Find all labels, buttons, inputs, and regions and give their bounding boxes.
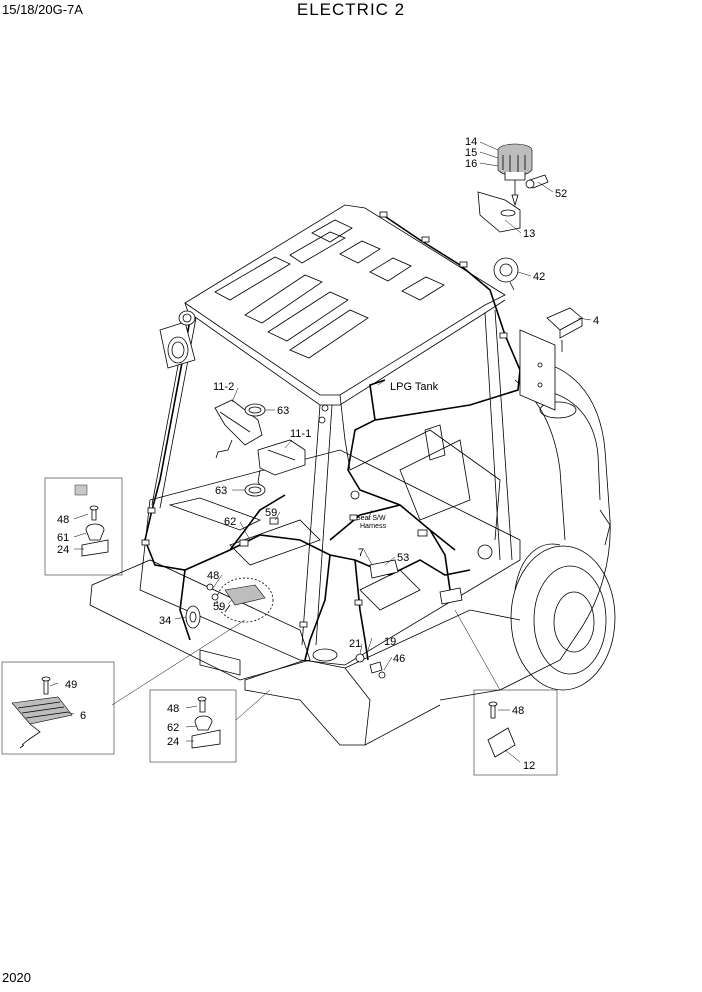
label-52: 52 bbox=[555, 188, 567, 200]
label-7: 7 bbox=[358, 547, 364, 559]
label-harness: Harness bbox=[360, 523, 387, 530]
horn bbox=[493, 257, 519, 291]
beacon-lamp bbox=[477, 143, 549, 233]
label-16: 16 bbox=[465, 158, 477, 170]
label-48-main: 48 bbox=[207, 570, 219, 582]
label-15: 15 bbox=[465, 147, 477, 159]
label-62-box3: 62 bbox=[167, 722, 179, 734]
label-48-box4: 48 bbox=[512, 705, 524, 717]
label-14: 14 bbox=[465, 136, 477, 148]
counterweight bbox=[439, 359, 611, 701]
label-49: 49 bbox=[65, 679, 77, 691]
label-11-2: 11-2 bbox=[213, 381, 234, 393]
label-46: 46 bbox=[393, 653, 405, 665]
label-62-main: 62 bbox=[224, 516, 236, 528]
label-12: 12 bbox=[523, 760, 535, 772]
horn-34 bbox=[185, 605, 201, 629]
leader-lines bbox=[174, 141, 592, 671]
label-63-lower: 63 bbox=[215, 485, 227, 497]
detail-box-bracket bbox=[473, 689, 558, 776]
harness-connectors bbox=[141, 211, 508, 628]
rear-work-lamp bbox=[519, 307, 583, 411]
label-seat-switch: Seat S/W bbox=[356, 515, 386, 522]
detail-box-pedal bbox=[1, 661, 115, 755]
label-63-upper: 63 bbox=[277, 405, 289, 417]
detail-box-clamp bbox=[149, 689, 237, 763]
accelerator-assembly bbox=[206, 577, 274, 623]
rear-wheel bbox=[510, 543, 616, 691]
label-61: 61 bbox=[57, 532, 69, 544]
label-34: 34 bbox=[159, 615, 171, 627]
detail-box-clip bbox=[44, 477, 123, 576]
label-21: 21 bbox=[349, 638, 361, 650]
label-lpg-tank: LPG Tank bbox=[390, 381, 439, 393]
label-48-box1: 48 bbox=[57, 514, 69, 526]
page-number: 2020 bbox=[2, 970, 31, 985]
sensor-parts bbox=[355, 653, 386, 679]
label-11-1: 11-1 bbox=[290, 428, 311, 440]
label-13: 13 bbox=[523, 228, 535, 240]
label-59-lower: 59 bbox=[213, 601, 225, 613]
label-24-box3: 24 bbox=[167, 736, 179, 748]
wiring-harness bbox=[144, 214, 521, 661]
page-title: ELECTRIC 2 bbox=[296, 0, 406, 19]
label-53: 53 bbox=[397, 552, 409, 564]
label-59-upper: 59 bbox=[265, 507, 277, 519]
label-19: 19 bbox=[384, 636, 396, 648]
label-42: 42 bbox=[533, 271, 545, 283]
model-code: 15/18/20G-7A bbox=[2, 2, 83, 17]
label-6: 6 bbox=[80, 710, 86, 722]
label-24-box1: 24 bbox=[57, 544, 69, 556]
overhead-guard bbox=[184, 204, 506, 406]
callout-lines bbox=[111, 609, 501, 721]
label-4: 4 bbox=[593, 315, 599, 327]
label-48-box3: 48 bbox=[167, 703, 179, 715]
part-labels: 14 15 16 52 13 42 4 11-2 63 11-1 63 LPG … bbox=[57, 136, 599, 772]
chassis bbox=[89, 424, 521, 746]
combination-switches bbox=[214, 399, 306, 497]
head-lamps bbox=[159, 310, 196, 369]
